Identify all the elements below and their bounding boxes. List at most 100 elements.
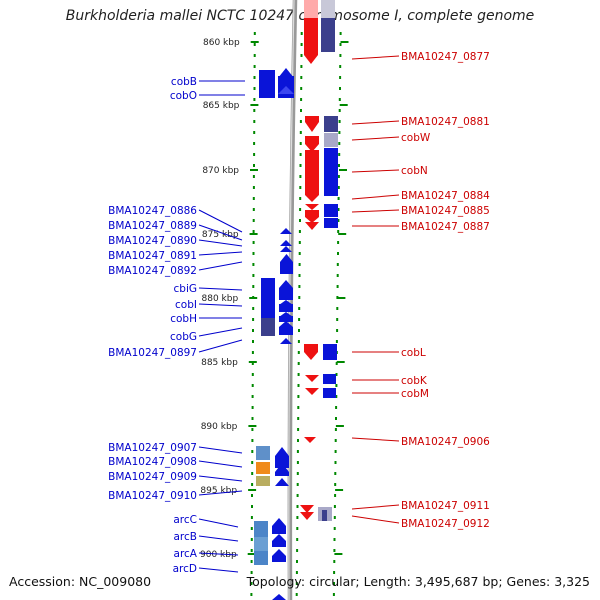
left-gene-label: cobI (175, 299, 197, 311)
gene-block (261, 278, 275, 318)
tick-dot (336, 329, 339, 332)
tick-dot (252, 285, 255, 288)
major-tick (336, 361, 345, 363)
left-leader-line (198, 327, 243, 337)
left-leader-line (198, 518, 239, 528)
right-leader-line (351, 169, 400, 173)
tick-dot (338, 153, 341, 156)
tick-dot (298, 252, 301, 255)
left-gene-label: arcC (173, 514, 197, 526)
left-leader-line (198, 251, 243, 256)
tick-dot (297, 384, 300, 387)
gene-block (259, 70, 275, 98)
tick-dot (252, 263, 255, 266)
right-leader-line (351, 209, 400, 213)
tick-dot (333, 560, 336, 563)
tick-dot (334, 439, 337, 442)
tick-dot (338, 142, 341, 145)
tick-dot (300, 76, 303, 79)
tick-dot (332, 593, 335, 596)
gene-block (323, 374, 336, 384)
tick-dot (297, 439, 299, 442)
left-gene-label: cobO (170, 90, 197, 102)
right-gene-label: cobN (401, 165, 428, 177)
tick-dot (336, 263, 339, 266)
tick-dot (298, 241, 301, 244)
gene-arrow-up (278, 86, 294, 94)
tick-dot (252, 307, 255, 310)
tick-dot (299, 208, 302, 211)
tick-dot (300, 43, 303, 46)
tick-dot (252, 340, 254, 343)
tick-dot (299, 142, 302, 145)
gene-block (254, 537, 268, 551)
tick-dot (299, 153, 302, 156)
tick-dot (337, 230, 340, 233)
tick-dot (299, 197, 302, 200)
tick-dot (252, 186, 255, 189)
gene-labels: cobBcobOBMA10247_0886BMA10247_0889BMA102… (108, 51, 490, 575)
tick-dot (337, 208, 340, 211)
gene-features (254, 0, 338, 600)
tick-dot (251, 384, 254, 387)
major-tick (250, 41, 259, 43)
tick-dot (339, 43, 342, 46)
gene-block (254, 521, 268, 537)
tick-dot (298, 296, 301, 299)
tick-dot (253, 131, 256, 134)
gene-arrow-down (300, 512, 314, 520)
gene-block (256, 476, 270, 486)
gene-block (305, 136, 319, 144)
gene-block (272, 526, 286, 534)
right-gene-label: BMA10247_0884 (401, 190, 490, 202)
gene-block (279, 288, 293, 300)
gene-block (322, 510, 327, 521)
left-gene-label: BMA10247_0909 (108, 471, 197, 483)
tick-dot (337, 252, 339, 255)
tick-dot (296, 483, 299, 486)
gene-arrow-up (279, 312, 293, 317)
tick-dot (250, 582, 253, 585)
gene-arrow-down (305, 388, 319, 395)
left-leader-line (198, 567, 239, 573)
left-leader-line (198, 490, 243, 496)
gene-arrow-down (305, 144, 319, 152)
tick-dot (298, 274, 301, 277)
tick-dot (300, 98, 303, 101)
gene-arrow-up (275, 478, 289, 486)
tick-dot (297, 362, 300, 365)
tick-dot (297, 428, 300, 431)
gene-block (304, 0, 318, 18)
tick-dot (253, 87, 256, 90)
left-gene-label: arcB (174, 531, 198, 543)
tick-dot (338, 109, 341, 112)
tick-dot (336, 318, 339, 321)
tick-dot (251, 351, 254, 354)
tick-dot (296, 527, 299, 530)
major-tick (250, 104, 259, 106)
tick-dot (253, 120, 256, 123)
tick-dot (338, 131, 341, 134)
gene-arrow-up (272, 518, 286, 526)
kbp-tick-label: 900 kbp (200, 550, 237, 560)
tick-dot (334, 450, 337, 453)
tick-dot (252, 274, 255, 277)
left-gene-label: BMA10247_0907 (108, 442, 197, 454)
tick-dot (334, 494, 337, 497)
tick-dot (253, 109, 256, 112)
tick-dot (253, 76, 256, 79)
gene-block (279, 316, 293, 322)
gene-block (275, 472, 289, 476)
major-tick (334, 553, 343, 555)
left-gene-label: BMA10247_0889 (108, 220, 197, 232)
gene-block (324, 218, 338, 228)
major-tick (337, 297, 346, 299)
left-leader-line (198, 224, 243, 241)
left-gene-label: BMA10247_0886 (108, 205, 197, 217)
tick-dot (253, 98, 256, 101)
gene-arrow-up (272, 549, 286, 556)
left-leader-line (198, 239, 243, 247)
tick-dot (297, 395, 300, 398)
tick-dot (300, 32, 303, 35)
gene-block (254, 551, 268, 565)
